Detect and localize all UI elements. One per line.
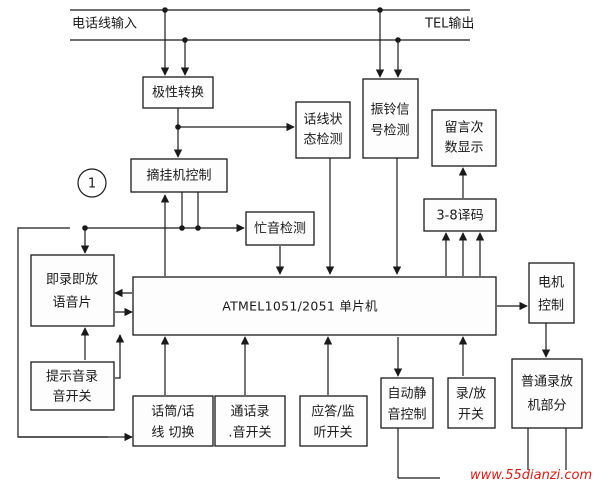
block-message-count-label-2: 数显示 <box>444 141 483 156</box>
block-handset-switch-label-1: 话筒/话 <box>151 404 194 420</box>
block-call-record-label-2: .音开关 <box>228 425 271 441</box>
block-tape-recorder-unit: 普通录放 机部分 <box>511 358 583 429</box>
block-line-status-detect: 话线状 态检测 <box>295 101 351 159</box>
block-tape-unit-label-1: 普通录放 <box>521 375 573 390</box>
figure-number-marker: 1 <box>77 168 107 198</box>
block-mcu-label: ATMEL1051/2051 单片机 <box>222 299 378 314</box>
phone-line-input-label: 电话线输入 <box>72 16 137 32</box>
block-record-play-label-1: 录/放 <box>456 387 486 402</box>
block-instant-record-label-1: 即录即放 <box>46 273 98 288</box>
block-line-status-detect-label-1: 话线状 <box>303 113 342 128</box>
block-busy-tone-detect-label: 忙音检测 <box>254 221 306 237</box>
block-message-count-label-1: 留言次 <box>444 120 483 136</box>
block-auto-mute-label-1: 自动静 <box>387 387 426 402</box>
block-tape-unit-label-2: 机部分 <box>527 399 566 414</box>
block-handset-line-switch: 话筒/话 线 切换 <box>132 395 214 447</box>
block-mcu: ATMEL1051/2051 单片机 <box>132 276 497 336</box>
junction-dots <box>82 7 401 231</box>
block-ring-detect: 振铃信 号检测 <box>362 78 419 159</box>
block-polarity-converter-label: 极性转换 <box>152 86 204 101</box>
block-motor-control: 电机 控制 <box>528 262 575 324</box>
block-instant-record-chip: 即录即放 语音片 <box>30 254 115 327</box>
block-prompt-switch-label-2: 音开关 <box>52 389 91 405</box>
block-handset-switch-label-2: 线 切换 <box>151 426 194 441</box>
block-message-count-display: 留言次 数显示 <box>431 109 497 167</box>
figure-number-text: 1 <box>88 177 96 192</box>
block-answer-monitor-label-2: 听开关 <box>313 426 352 441</box>
block-ring-detect-label-2: 号检测 <box>370 124 409 139</box>
block-polarity-converter: 极性转换 <box>142 76 214 109</box>
block-motor-control-label-1: 电机 <box>538 276 564 291</box>
block-line-status-detect-label-2: 态检测 <box>303 133 342 148</box>
block-3-8-decoder: 3-8译码 <box>423 198 497 232</box>
block-answer-monitor-label-1: 应答/监 <box>311 404 354 420</box>
block-call-record-label-1: 通话录 <box>230 405 269 420</box>
block-prompt-record-switch: 提示音录 音开关 <box>30 361 115 411</box>
block-hook-control: 摘挂机控制 <box>130 158 228 193</box>
block-motor-control-label-2: 控制 <box>538 299 564 314</box>
block-answer-monitor-switch: 应答/监 听开关 <box>299 395 368 447</box>
block-prompt-switch-label-1: 提示音录 <box>46 369 98 385</box>
block-record-play-label-2: 开关 <box>458 408 484 423</box>
block-3-8-decoder-label: 3-8译码 <box>436 209 483 224</box>
block-record-play-switch: 录/放 开关 <box>447 377 496 429</box>
tel-output-label: TEL输出 <box>424 16 474 32</box>
watermark-text: www.55dianzi.com <box>470 468 592 483</box>
block-ring-detect-label-1: 振铃信 <box>370 103 409 118</box>
block-call-record-switch: 通话录 .音开关 <box>214 395 286 447</box>
connection-wires <box>17 9 567 479</box>
block-instant-record-label-2: 语音片 <box>52 295 91 311</box>
block-hook-control-label: 摘挂机控制 <box>146 168 211 184</box>
block-busy-tone-detect: 忙音检测 <box>245 211 315 246</box>
block-auto-mute-control: 自动静 音控制 <box>380 377 434 429</box>
block-auto-mute-label-2: 音控制 <box>387 407 426 423</box>
